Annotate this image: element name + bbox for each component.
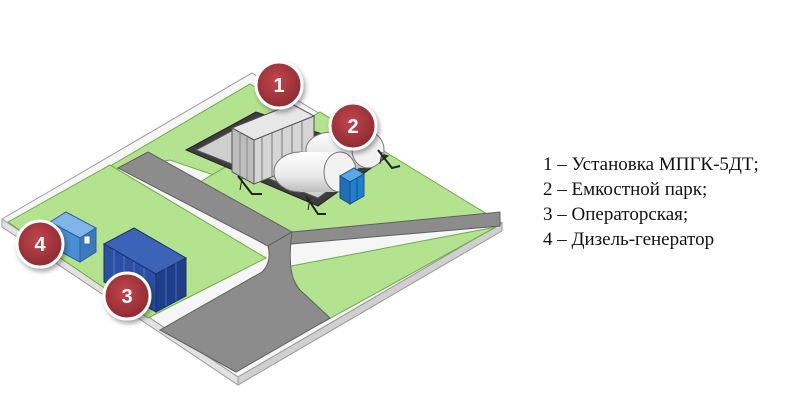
marker-1-label: 1 (273, 75, 284, 97)
marker-4: 4 (15, 219, 65, 269)
marker-1: 1 (254, 60, 304, 110)
unit-mpgk-container (230, 103, 316, 185)
legend: 1 – Установка МПГК-5ДТ; 2 – Емкостной па… (543, 152, 759, 252)
legend-item-3: 3 – Операторская; (543, 204, 689, 225)
legend-item-4: 4 – Дизель-генератор (543, 229, 715, 250)
marker-2: 2 (328, 101, 378, 151)
marker-4-label: 4 (34, 234, 46, 256)
legend-item-2: 2 – Емкостной парк; (543, 179, 708, 200)
marker-3-label: 3 (121, 286, 132, 308)
operator-booth (339, 167, 365, 205)
marker-3: 3 (102, 271, 152, 321)
legend-item-1: 1 – Установка МПГК-5ДТ; (543, 154, 759, 175)
unit-tank-farm (237, 131, 401, 215)
marker-2-label: 2 (347, 116, 358, 138)
road-segment (158, 231, 331, 373)
site-plan-illustration: 1 2 3 4 (1, 60, 503, 386)
road-network (116, 151, 501, 373)
